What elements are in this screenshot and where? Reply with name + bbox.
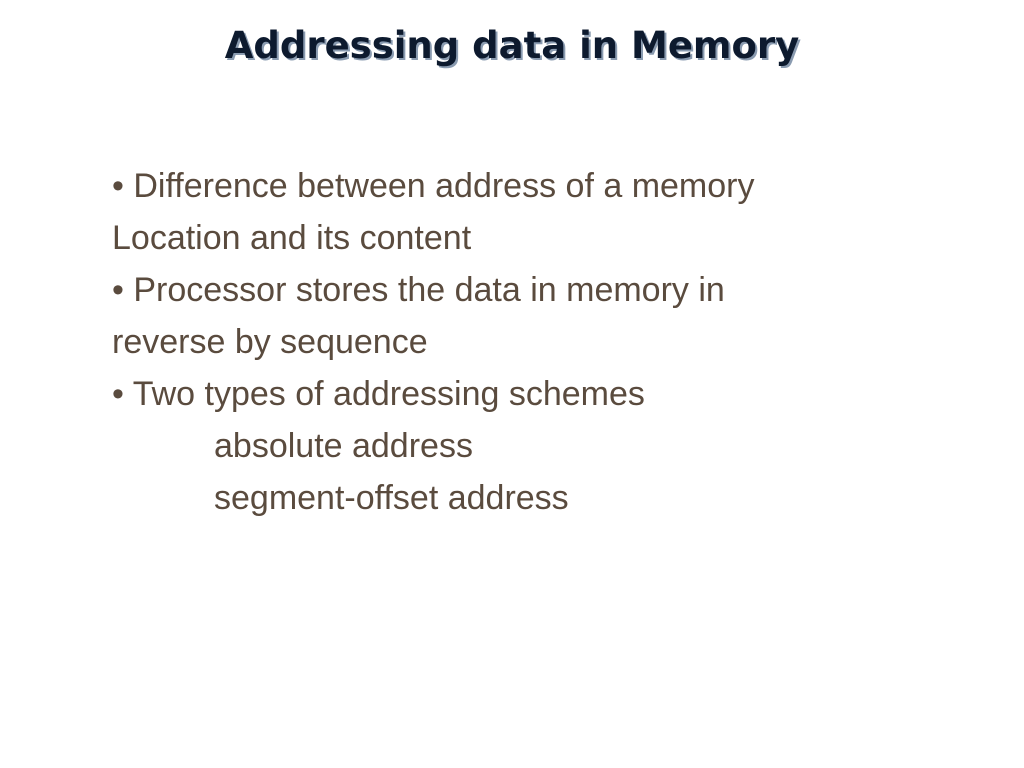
bullet-line-1-continued: Location and its content [112, 219, 472, 257]
sub-item-absolute-address: absolute address [214, 427, 473, 465]
slide-title: Addressing data in Memory [224, 24, 800, 67]
slide-body: • Difference between address of a memory… [112, 160, 932, 524]
bullet-line-2-continued: reverse by sequence [112, 323, 428, 361]
bullet-line-3: • Two types of addressing schemes [112, 375, 645, 413]
sub-item-segment-offset-address: segment-offset address [214, 479, 569, 517]
bullet-line-1: • Difference between address of a memory [112, 167, 755, 205]
bullet-line-2: • Processor stores the data in memory in [112, 271, 725, 309]
